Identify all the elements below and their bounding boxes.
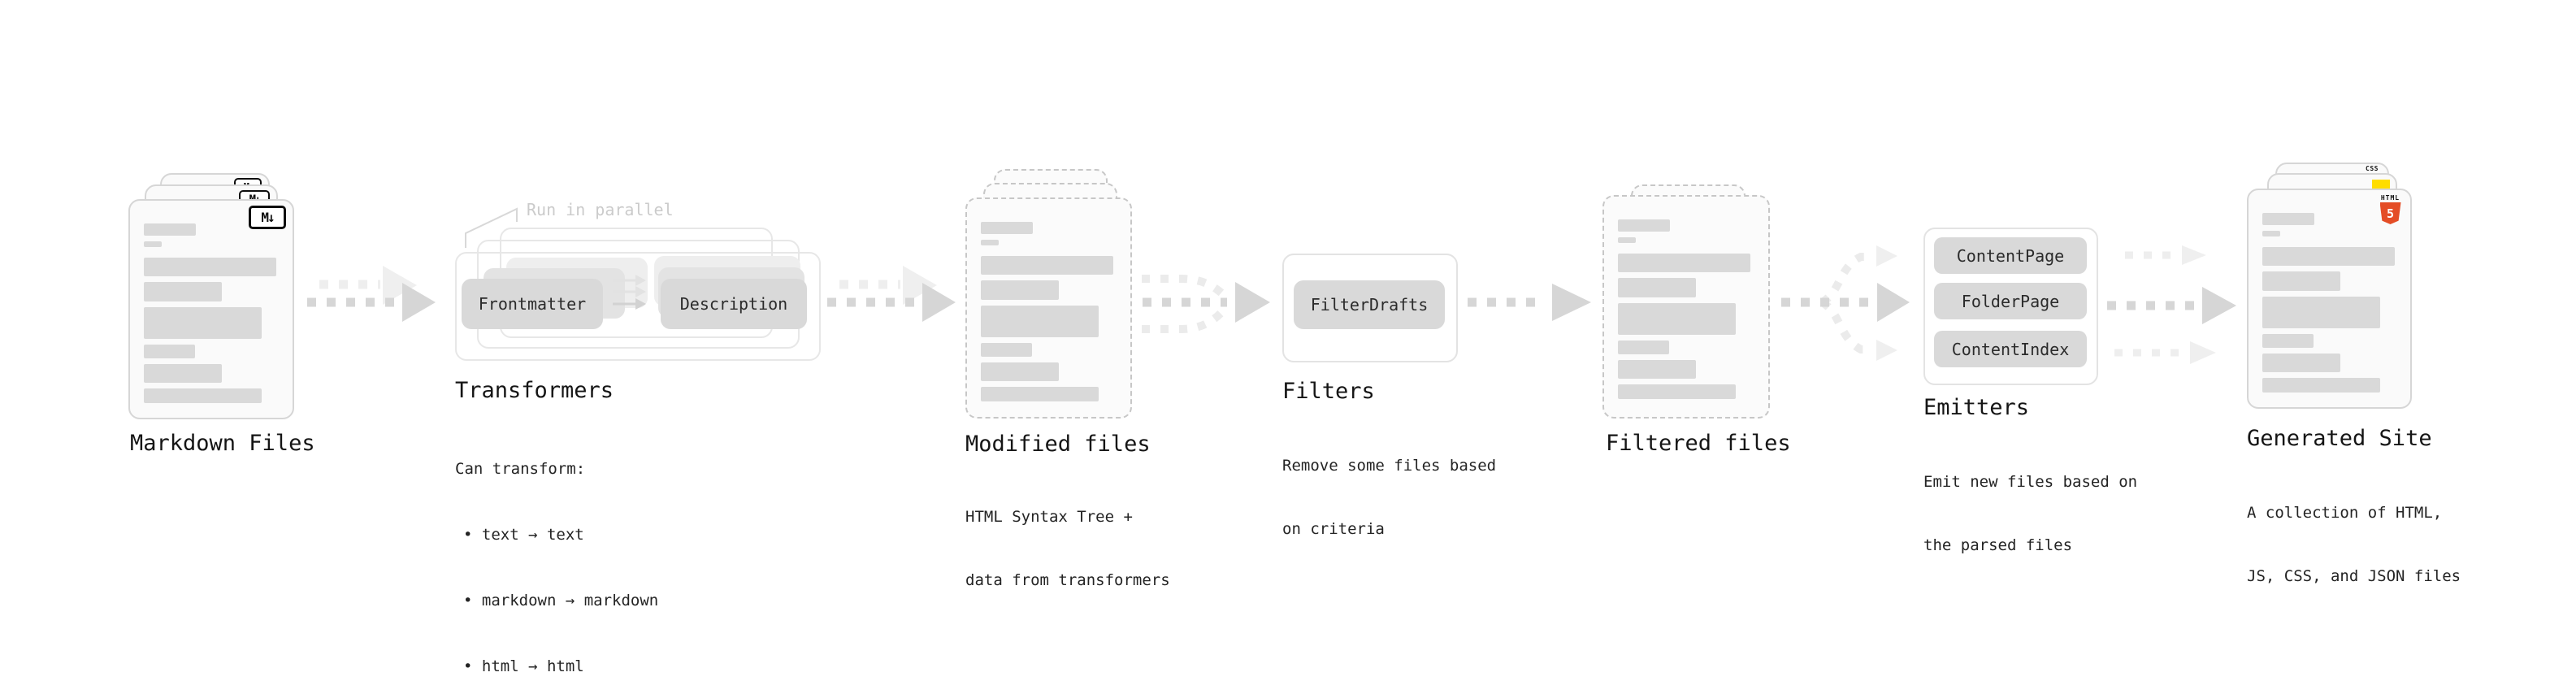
arrows-emitters-to-generated <box>2107 245 2236 364</box>
doc-content-bars <box>1618 219 1757 399</box>
bullet-item: • markdown → markdown <box>463 592 659 609</box>
content-bar <box>144 282 222 301</box>
markdown-icon: M↓ <box>249 206 286 229</box>
content-bar <box>1618 254 1750 272</box>
frontmatter-pill: Frontmatter <box>462 279 603 329</box>
transformers-box-front <box>455 252 821 361</box>
transformers-title: Transformers <box>455 378 614 403</box>
content-bar <box>2262 378 2380 393</box>
content-bar <box>144 364 222 383</box>
content-bar <box>981 240 999 245</box>
content-bar <box>144 388 262 403</box>
arrow-filtered-to-emitters-diverge <box>1781 245 1910 361</box>
content-bar <box>981 362 1059 381</box>
parallel-arrows-icon <box>613 275 646 310</box>
emitters-title: Emitters <box>1923 395 2030 420</box>
content-bar <box>144 345 195 358</box>
content-bar <box>144 223 196 236</box>
content-bar <box>2262 354 2340 372</box>
content-bar <box>1618 278 1696 297</box>
content-bar <box>981 306 1099 337</box>
modified-files-description: HTML Syntax Tree + data from transformer… <box>965 464 1170 633</box>
description-line: JS, CSS, and JSON files <box>2247 567 2461 585</box>
content-bar <box>2262 334 2314 348</box>
filtered-files-title: Filtered files <box>1606 431 1791 456</box>
html5-shield: 5 <box>2379 202 2401 224</box>
content-bar <box>144 241 162 247</box>
content-bar <box>1618 340 1669 354</box>
content-bar <box>981 280 1059 300</box>
content-bar <box>2262 271 2340 291</box>
filters-description: Remove some files based on criteria <box>1282 413 1496 582</box>
description-line: HTML Syntax Tree + <box>965 508 1133 526</box>
bullet-item: • html → html <box>463 657 584 675</box>
css-icon-label: CSS <box>2366 165 2379 172</box>
doc-content-bars <box>144 223 281 403</box>
js-icon <box>2372 180 2390 189</box>
content-bar <box>2262 297 2380 328</box>
generated-site-title: Generated Site <box>2247 426 2432 451</box>
description-line: the parsed files <box>1923 536 2073 554</box>
arrow-markdown-to-transformers <box>307 266 436 322</box>
description-line: A collection of HTML, <box>2247 504 2443 522</box>
run-in-parallel-note: Run in parallel <box>527 200 674 219</box>
doc-card-front <box>965 197 1132 419</box>
content-bar <box>1618 237 1636 243</box>
bullet-item: • text → text <box>463 526 584 544</box>
markdown-files-stack: M↓ M↓ M↓ <box>128 173 303 425</box>
description-pill: Description <box>661 279 807 329</box>
content-bar <box>2262 247 2395 266</box>
doc-content-bars <box>981 222 1119 401</box>
content-bar <box>981 387 1099 401</box>
filtered-files-stack <box>1602 184 1777 424</box>
run-in-parallel-leader-line <box>465 207 518 248</box>
content-bar <box>1618 384 1736 399</box>
transformers-description: Can transform: • text → text • markdown … <box>455 414 658 681</box>
content-bar <box>981 256 1113 275</box>
modified-files-stack <box>965 169 1140 421</box>
content-bar <box>981 343 1032 357</box>
contentpage-pill: ContentPage <box>1934 237 2087 274</box>
doc-content-bars <box>2262 213 2399 393</box>
content-bar <box>981 222 1033 234</box>
description-line: on criteria <box>1282 520 1385 538</box>
doc-card-front <box>1602 195 1770 419</box>
content-bar <box>2262 213 2314 225</box>
html5-number: 5 <box>2386 206 2395 221</box>
can-transform-label: Can transform: <box>455 460 586 478</box>
filters-title: Filters <box>1282 379 1375 404</box>
arrow-filters-to-filtered <box>1468 284 1591 321</box>
description-line: data from transformers <box>965 571 1170 589</box>
folderpage-pill: FolderPage <box>1934 283 2087 319</box>
generated-site-description: A collection of HTML, JS, CSS, and JSON … <box>2247 460 2461 629</box>
contentindex-pill: ContentIndex <box>1934 331 2087 367</box>
filterdrafts-pill: FilterDrafts <box>1294 280 1445 329</box>
arrow-transformers-to-modified <box>827 266 956 322</box>
content-bar <box>144 258 276 276</box>
doc-card-front: M↓ <box>128 199 294 419</box>
emitters-description: Emit new files based on the parsed files <box>1923 429 2137 598</box>
doc-card-front: HTML 5 <box>2247 189 2412 409</box>
content-bar <box>1618 303 1736 335</box>
description-line: Remove some files based <box>1282 457 1497 475</box>
content-bar <box>144 307 262 339</box>
markdown-files-title: Markdown Files <box>130 431 315 456</box>
content-bar <box>1618 219 1670 232</box>
generated-site-stack: CSS HTML 5 <box>2247 163 2422 414</box>
description-line: Emit new files based on <box>1923 473 2138 491</box>
arrow-modified-to-filters-merge <box>1142 275 1270 333</box>
content-bar <box>2262 231 2280 236</box>
html5-icon-label: HTML <box>2380 194 2400 202</box>
modified-files-title: Modified files <box>965 432 1151 457</box>
content-bar <box>1618 360 1696 379</box>
html5-icon: HTML 5 <box>2379 194 2401 224</box>
